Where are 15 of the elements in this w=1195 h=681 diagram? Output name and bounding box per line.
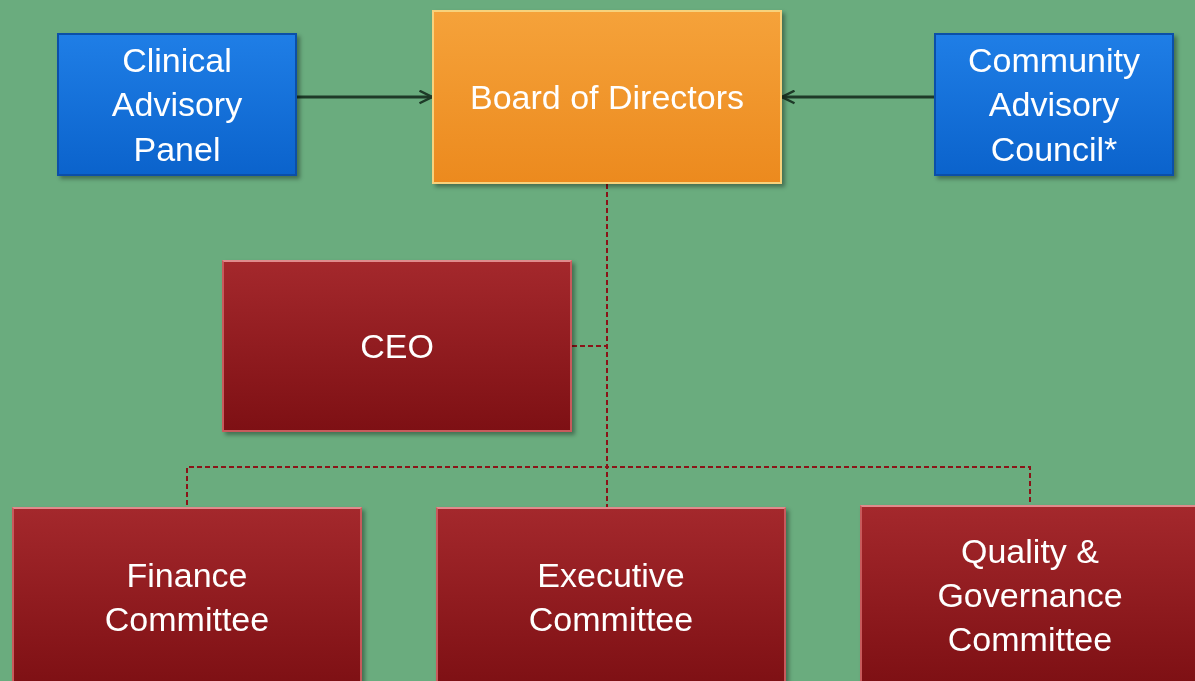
box-label: Finance Committee (103, 554, 271, 640)
committee-box (12, 507, 362, 681)
box-label: Community Advisory Council* (967, 40, 1141, 170)
arrow (297, 89, 434, 105)
committee-box (860, 505, 1195, 681)
box-label: Executive Committee (527, 554, 695, 640)
advisory-box (57, 33, 297, 176)
committee-box (222, 260, 572, 432)
committee-box (436, 507, 786, 681)
box-label: Board of Directors (470, 76, 744, 118)
box-label: CEO (360, 325, 434, 367)
board-box (432, 10, 782, 184)
box-label: Quality & Governance Committee (936, 530, 1124, 661)
box-label: Clinical Advisory Panel (110, 40, 244, 170)
advisory-box (934, 33, 1174, 176)
